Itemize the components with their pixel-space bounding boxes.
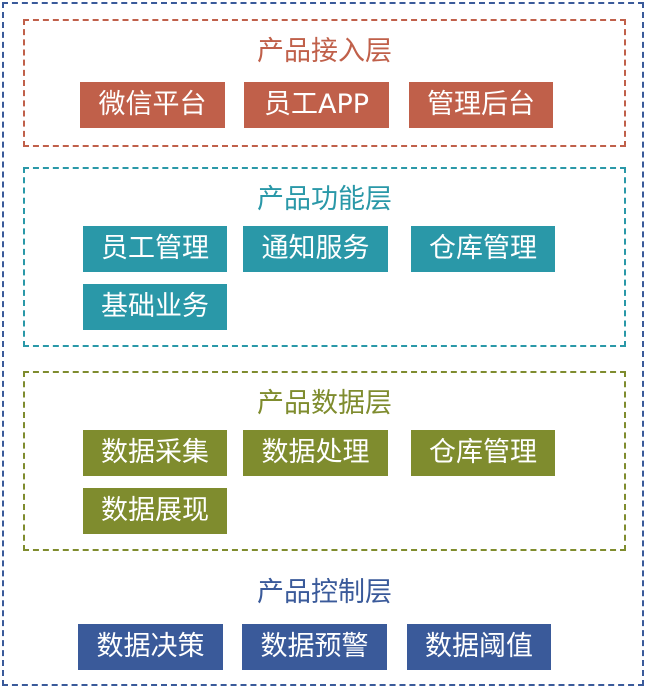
layer-control: 产品控制层 数据决策 数据预警 数据阈值 xyxy=(23,572,626,672)
item-data-display: 数据展现 xyxy=(83,488,227,534)
layer-control-title: 产品控制层 xyxy=(257,577,392,608)
item-data-collection: 数据采集 xyxy=(83,430,227,476)
item-employee-management: 员工管理 xyxy=(83,226,227,272)
item-notification-service: 通知服务 xyxy=(243,226,388,272)
layer-data: 产品数据层 数据采集 数据处理 仓库管理 数据展现 xyxy=(23,371,626,551)
item-data-warning: 数据预警 xyxy=(242,624,387,670)
outer-frame xyxy=(2,2,644,686)
item-warehouse-management: 仓库管理 xyxy=(411,226,555,272)
item-data-decision: 数据决策 xyxy=(78,624,223,670)
item-warehouse-management-2: 仓库管理 xyxy=(411,430,555,476)
layer-function: 产品功能层 员工管理 通知服务 仓库管理 基础业务 xyxy=(23,167,626,347)
item-data-threshold: 数据阈值 xyxy=(407,624,551,670)
layer-access: 产品接入层 微信平台 员工APP 管理后台 xyxy=(23,19,626,147)
item-data-processing: 数据处理 xyxy=(243,430,388,476)
layer-data-title: 产品数据层 xyxy=(257,388,392,419)
item-wechat-platform: 微信平台 xyxy=(80,82,225,128)
layer-function-title: 产品功能层 xyxy=(257,184,392,215)
item-employee-app: 员工APP xyxy=(244,82,389,128)
item-admin-backend: 管理后台 xyxy=(409,82,553,128)
item-basic-business: 基础业务 xyxy=(83,284,227,330)
layer-access-title: 产品接入层 xyxy=(257,36,392,67)
